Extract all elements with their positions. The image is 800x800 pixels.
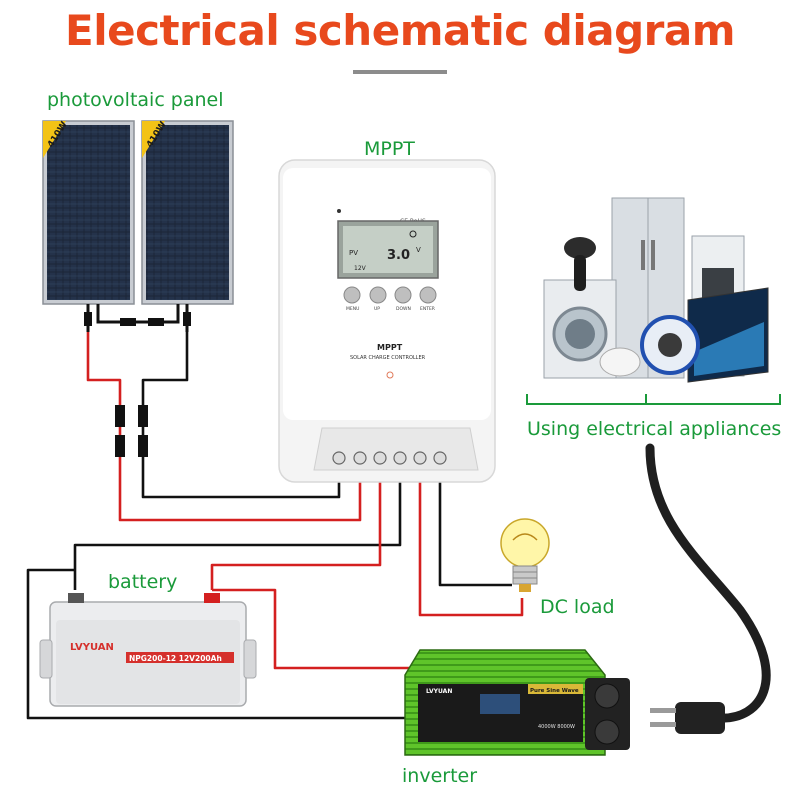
dc-load-label: DC load	[540, 596, 615, 618]
battery-model: NPG200-12 12V200Ah	[129, 654, 222, 663]
lcd-unit: V	[416, 246, 421, 254]
inverter-brand: LVYUAN	[426, 688, 452, 695]
pv-panel-label: photovoltaic panel	[47, 89, 224, 111]
pv-panel-right	[141, 120, 234, 305]
inverter-rating: 4000W 8000W	[538, 724, 575, 730]
page-title: Electrical schematic diagram	[65, 6, 735, 55]
btn-down-label: DOWN	[396, 306, 411, 312]
control-buttons	[343, 286, 437, 304]
lcd-voltage: 12V	[354, 265, 367, 272]
inverter-label: inverter	[402, 765, 478, 787]
btn-menu-label: MENU	[346, 306, 359, 312]
mppt-controller: CE RoHS PV 3.0 V 12V MENU UP DOWN ENTER …	[278, 159, 496, 483]
battery-label: battery	[108, 571, 178, 593]
controller-brand: MPPT	[377, 343, 403, 352]
panel-leads	[84, 304, 191, 332]
wiring	[26, 332, 524, 720]
appliances-label: Using electrical appliances	[527, 418, 782, 440]
power-cord	[645, 443, 771, 723]
terminal-block	[332, 451, 447, 465]
lcd-sun-icon	[409, 230, 417, 238]
title-underline	[353, 70, 447, 74]
btn-enter-label: ENTER	[420, 306, 435, 312]
mppt-label: MPPT	[364, 138, 415, 160]
battery-unit: LVYUAN NPG200-12 12V200Ah	[39, 593, 257, 707]
lcd-pv: PV	[349, 249, 358, 257]
pv-panel-left	[42, 120, 135, 305]
bulb-icon	[500, 518, 550, 592]
btn-up-label: UP	[374, 306, 380, 312]
lcd-value: 3.0	[387, 248, 410, 263]
battery-brand: LVYUAN	[70, 642, 114, 653]
inverter-badge: Pure Sine Wave	[530, 688, 579, 694]
appliances-group	[526, 197, 781, 405]
power-plug	[650, 702, 725, 734]
controller-subtitle: SOLAR CHARGE CONTROLLER	[350, 355, 426, 361]
inverter-unit: LVYUAN Pure Sine Wave 4000W 8000W	[404, 649, 630, 756]
